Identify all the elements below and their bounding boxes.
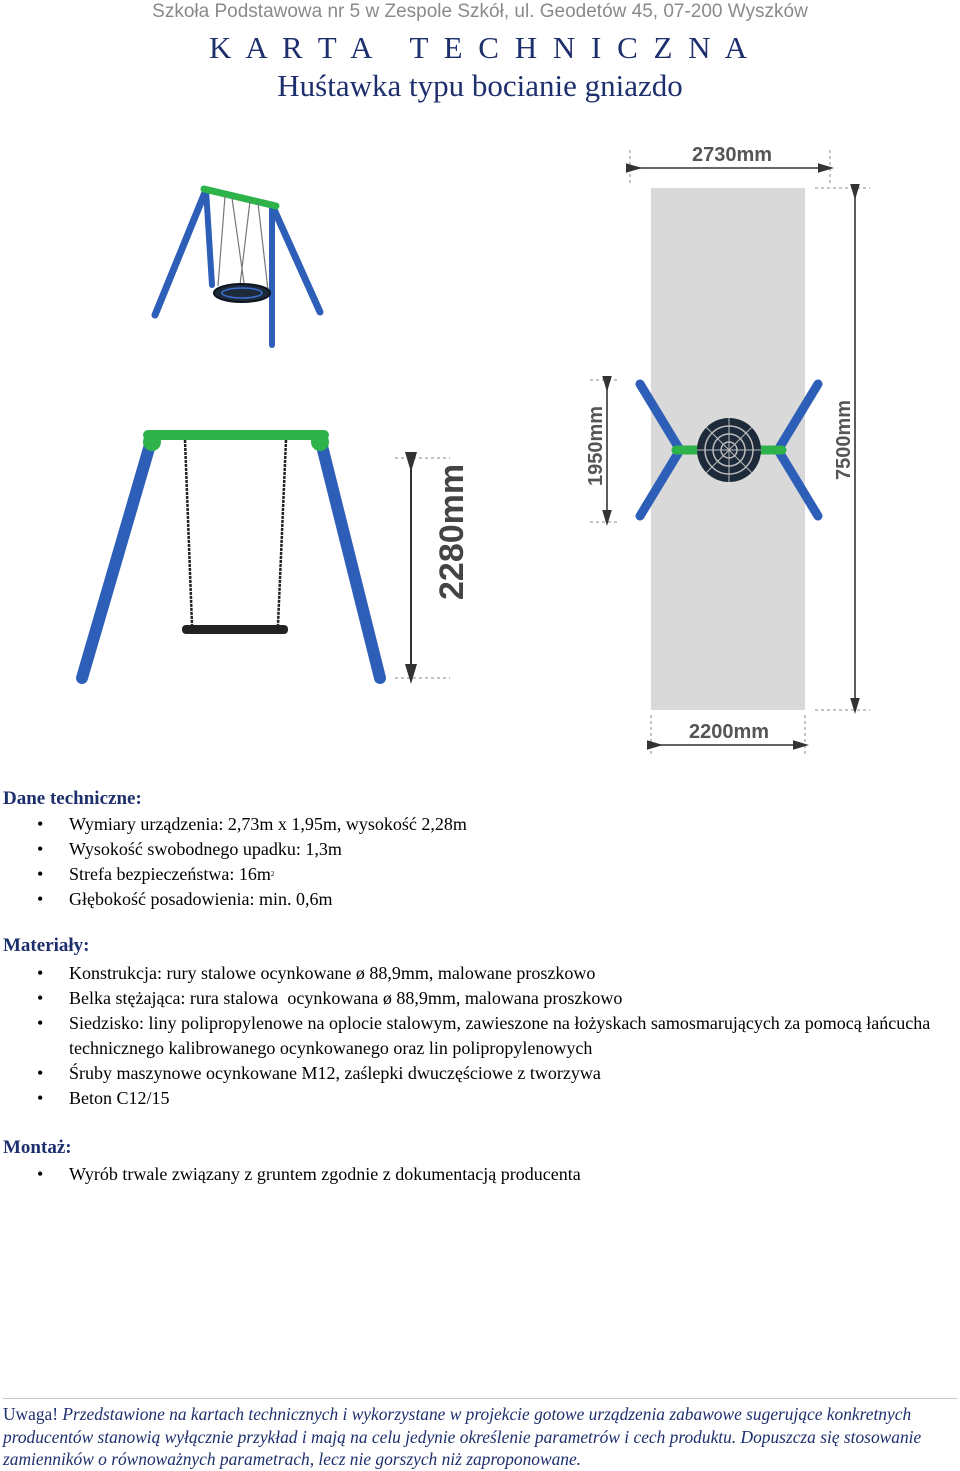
footer-note: Uwaga! Przedstawione na kartach technicz… [3, 1398, 958, 1471]
document-subtitle: Huśtawka typu bocianie gniazdo [277, 68, 683, 103]
safety-zone-top-view [590, 150, 870, 755]
footer-note-label: Uwaga! [3, 1404, 59, 1424]
list-item: •Wymiary urządzenia: 2,73m x 1,95m, wyso… [37, 814, 467, 834]
dimension-zone-length-label: 7500mm [833, 400, 855, 480]
list-item: •Belka stężająca: rura stalowa ocynkowan… [37, 988, 623, 1008]
list-item: •Strefa bezpieczeństwa: 16m2 [37, 864, 275, 884]
list-item: •Beton C12/15 [37, 1088, 170, 1108]
section-heading-montaz: Montaż: [3, 1137, 72, 1158]
tech-list: •Wymiary urządzenia: 2,73m x 1,95m, wyso… [0, 812, 940, 912]
list-item: •Śruby maszynowe ocynkowane M12, zaślepk… [37, 1063, 601, 1083]
dimension-width-label: 2730mm [692, 144, 772, 166]
dimension-zone-width-label: 2200mm [689, 721, 769, 743]
footer-note-text: Przedstawione na kartach technicznych i … [3, 1404, 922, 1469]
dimension-swing-width-label: 1950mm [585, 406, 607, 486]
swing-perspective-view [151, 185, 324, 348]
section-heading-materials: Materiały: [3, 935, 90, 956]
school-address: Szkoła Podstawowa nr 5 w Zespole Szkół, … [152, 1, 808, 22]
list-item: •Siedzisko: liny polipropylenowe na oplo… [37, 1013, 931, 1058]
section-heading-tech: Dane techniczne: [3, 788, 142, 809]
dimension-height-label: 2280mm [433, 464, 471, 600]
materials-list: •Konstrukcja: rury stalowe ocynkowane ø … [0, 961, 940, 1111]
list-item: •Wysokość swobodnego upadku: 1,3m [37, 839, 342, 859]
document-title: K A R T A T E C H N I C Z N A [208, 30, 751, 65]
list-item: •Głębokość posadowienia: min. 0,6m [37, 889, 333, 909]
montaz-list: •Wyrób trwale związany z gruntem zgodnie… [0, 1162, 940, 1187]
list-item: •Wyrób trwale związany z gruntem zgodnie… [37, 1164, 581, 1184]
list-item: •Konstrukcja: rury stalowe ocynkowane ø … [37, 963, 596, 983]
swing-technical-drawing: 2280mm 2730mm 2200mm 7500mm 1950mm [76, 144, 870, 755]
swing-side-view [76, 430, 450, 684]
